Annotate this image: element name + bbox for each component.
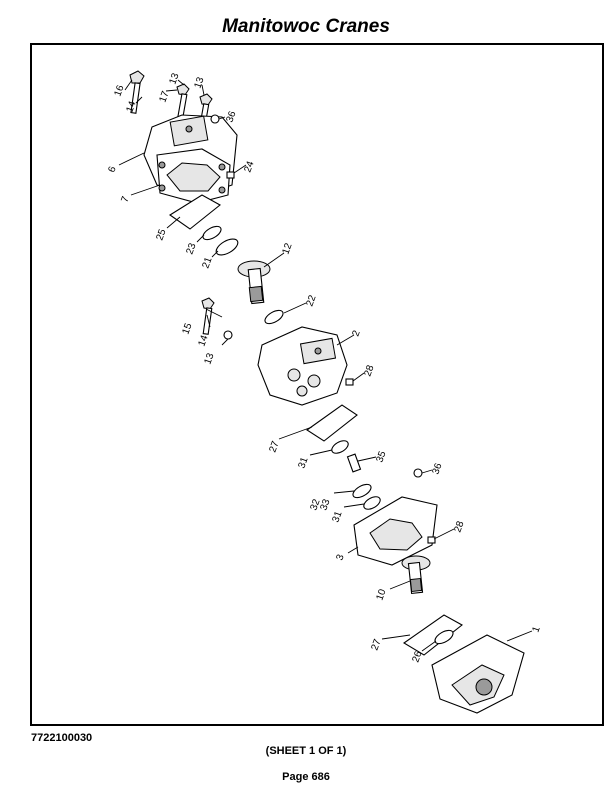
seal-31-low [363, 496, 381, 510]
leader-lines [118, 79, 533, 652]
callout-7: 7 [119, 195, 131, 204]
plug-36-low [413, 468, 423, 478]
callout-28-low: 28 [452, 519, 466, 534]
bolt-15 [201, 297, 215, 335]
dowel-28-low [427, 536, 436, 544]
callout-32: 32 [308, 497, 322, 512]
washer-13-mid [223, 330, 233, 340]
callout-28-mid: 28 [362, 363, 376, 378]
shaft-12 [237, 260, 271, 305]
callout-27-low: 27 [369, 637, 383, 652]
callout-2: 2 [350, 329, 362, 338]
seal-32-33 [352, 483, 372, 499]
diagram-frame: 16 14 17 13 13 36 6 7 24 25 23 21 12 22 … [30, 43, 604, 726]
callout-33: 33 [318, 497, 332, 512]
callout-10: 10 [374, 587, 388, 602]
seal-21 [215, 238, 239, 256]
gasket-27-low [402, 614, 463, 656]
housing-part-1 [431, 634, 525, 714]
callout-14: 14 [124, 99, 138, 114]
shaft-10 [401, 555, 431, 595]
gasket-27-mid [306, 404, 358, 442]
callout-3: 3 [334, 553, 346, 562]
callout-31-mid: 31 [296, 455, 310, 470]
exploded-pump-diagram: 16 14 17 13 13 36 6 7 24 25 23 21 12 22 … [106, 70, 543, 714]
callout-36-top: 36 [224, 109, 238, 124]
callout-22: 22 [304, 293, 318, 308]
callout-36-low: 36 [430, 461, 444, 476]
seal-22 [264, 309, 284, 325]
callout-17: 17 [157, 89, 171, 104]
callout-31-low: 31 [330, 509, 344, 524]
dowel-28-mid [345, 378, 354, 386]
callout-12: 12 [280, 241, 294, 256]
callout-25: 25 [154, 227, 168, 242]
callout-35: 35 [374, 449, 388, 464]
plate-part-3 [353, 496, 438, 566]
seal-31-mid [331, 440, 349, 454]
callout-16: 16 [112, 83, 126, 98]
callout-13-a: 13 [167, 71, 181, 86]
callout-15: 15 [180, 321, 194, 336]
callout-26: 26 [410, 649, 424, 664]
page-title: Manitowoc Cranes [222, 16, 390, 37]
sheet-indicator: (SHEET 1 OF 1) [265, 745, 347, 757]
gasket-25 [169, 194, 221, 230]
callout-labels: 16 14 17 13 13 36 6 7 24 25 23 21 12 22 … [106, 71, 542, 664]
callout-24: 24 [242, 159, 256, 174]
bolt-16 [129, 70, 145, 114]
callout-13-mid: 13 [202, 351, 216, 366]
callout-1: 1 [530, 625, 542, 634]
callout-14-mid: 14 [196, 333, 210, 348]
callout-13-b: 13 [192, 75, 206, 90]
page-number: Page 686 [282, 771, 330, 783]
part-number: 7722100030 [31, 732, 93, 744]
pin-35 [346, 453, 362, 473]
callout-23: 23 [184, 241, 198, 256]
body-part-7 [156, 148, 231, 204]
callout-6: 6 [106, 165, 118, 174]
body-part-2 [257, 326, 348, 406]
callout-27-mid: 27 [267, 439, 281, 454]
seal-23 [202, 225, 222, 241]
plug-36-top [210, 114, 220, 124]
dowel-24 [226, 171, 235, 179]
callout-21: 21 [200, 255, 214, 270]
bolt-17 [176, 83, 190, 119]
